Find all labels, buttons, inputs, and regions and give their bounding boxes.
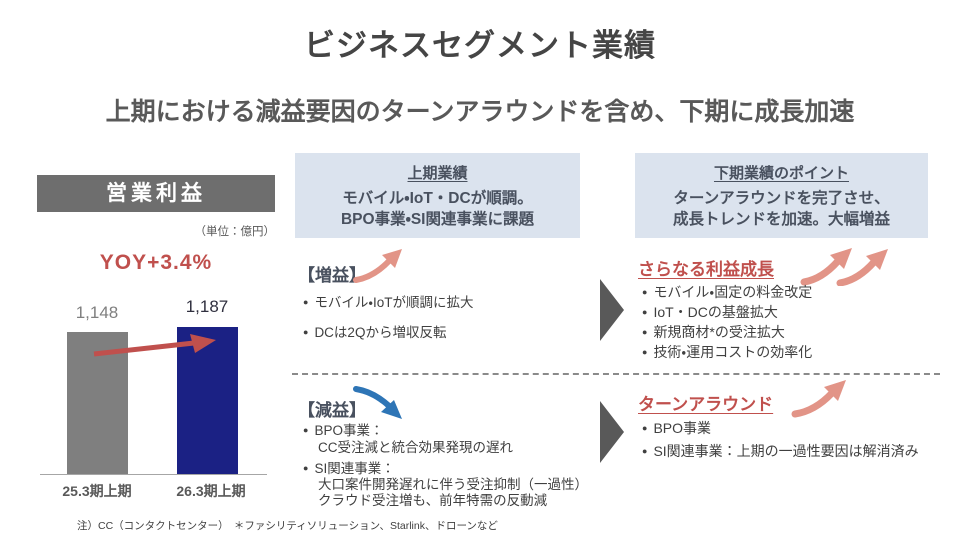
category-label-curr: 26.3期上期 [176, 483, 246, 499]
yoy-growth-label: YOY+3.4% [99, 251, 213, 274]
turnaround-bullet-1: BPO事業 [642, 418, 711, 438]
decrease-bullet-1-desc: CC受注減と統合効果発現の遅れ [318, 440, 513, 455]
footnote: 注）CC（コンタクトセンター） ＊ファシリティソリューション、Starlink、… [77, 520, 498, 532]
decrease-bullet-2-desc1: 大口案件開発遅れに伴う受注抑制（一過性） [318, 477, 588, 492]
category-label-prev: 25.3期上期 [62, 483, 132, 499]
double-up-arrow-icon [800, 248, 888, 286]
bar-value-curr: 1,187 [185, 297, 229, 316]
growth-bullet-3: 新規商材*の受注拡大 [642, 322, 784, 342]
profit-decrease-label: 【減益】 [298, 401, 366, 420]
page-title: ビジネスセグメント業績 [304, 28, 656, 63]
slide-subtitle: 上期における減益要因のターンアラウンドを含め、下期に成長加速 [105, 98, 855, 126]
first-half-header-box: 上期業績 モバイル・IoT・DCが順調。 BPO事業・SI関連事業に課題 [295, 153, 580, 238]
decrease-down-arrow-icon [353, 386, 402, 419]
turnaround-heading: ターンアラウンド [638, 395, 774, 414]
growth-bullet-2: IoT・DCの基盤拡大 [642, 302, 777, 322]
increase-bullet-1: モバイル・IoTが順調に拡大 [303, 291, 473, 311]
first-half-header-title: 上期業績 [407, 165, 468, 182]
growth-bullet-1: モバイル・固定の料金改定 [642, 282, 812, 302]
section-divider [292, 373, 940, 375]
x-axis-line [40, 474, 267, 475]
second-half-header-box: 下期業績のポイント ターンアラウンドを完了させ、 成長トレンドを加速。大幅増益 [635, 153, 928, 238]
turnaround-bullet-2: SI関連事業：上期の一過性要因は解消済み [642, 441, 918, 461]
profit-increase-label: 【増益】 [298, 266, 366, 285]
second-half-header-line1: ターンアラウンドを完了させ、 [673, 190, 890, 207]
bar-curr-period [177, 327, 238, 474]
decrease-bullet-1-title: BPO事業： [303, 419, 383, 439]
flow-arrow-top-icon [600, 279, 624, 341]
flow-arrow-bottom-icon [600, 401, 624, 463]
first-half-header-line2: BPO事業・SI関連事業に課題 [340, 211, 534, 228]
second-half-header-line2: 成長トレンドを加速。大幅増益 [672, 211, 890, 228]
first-half-header-line1: モバイル・IoT・DCが順調。 [342, 190, 533, 207]
decrease-bullet-2-title: SI関連事業： [303, 457, 394, 477]
unit-label: （単位：億円） [194, 226, 276, 238]
increase-up-arrow-icon [353, 249, 402, 283]
growth-bullet-4: 技術・運用コストの効率化 [642, 342, 812, 362]
bar-value-prev: 1,148 [75, 303, 119, 322]
decrease-bullet-2-desc2: クラウド受注増も、前年特需の反動減 [318, 493, 548, 508]
increase-bullet-2: DCは2Qから増収反転 [303, 321, 446, 341]
second-half-header-title: 下期業績のポイント [713, 165, 849, 182]
turnaround-up-arrow-icon [791, 380, 846, 418]
operating-profit-header: 営業利益 [37, 175, 275, 212]
growth-trend-arrow-icon [93, 334, 216, 357]
further-profit-growth-heading: さらなる利益成長 [638, 260, 774, 279]
